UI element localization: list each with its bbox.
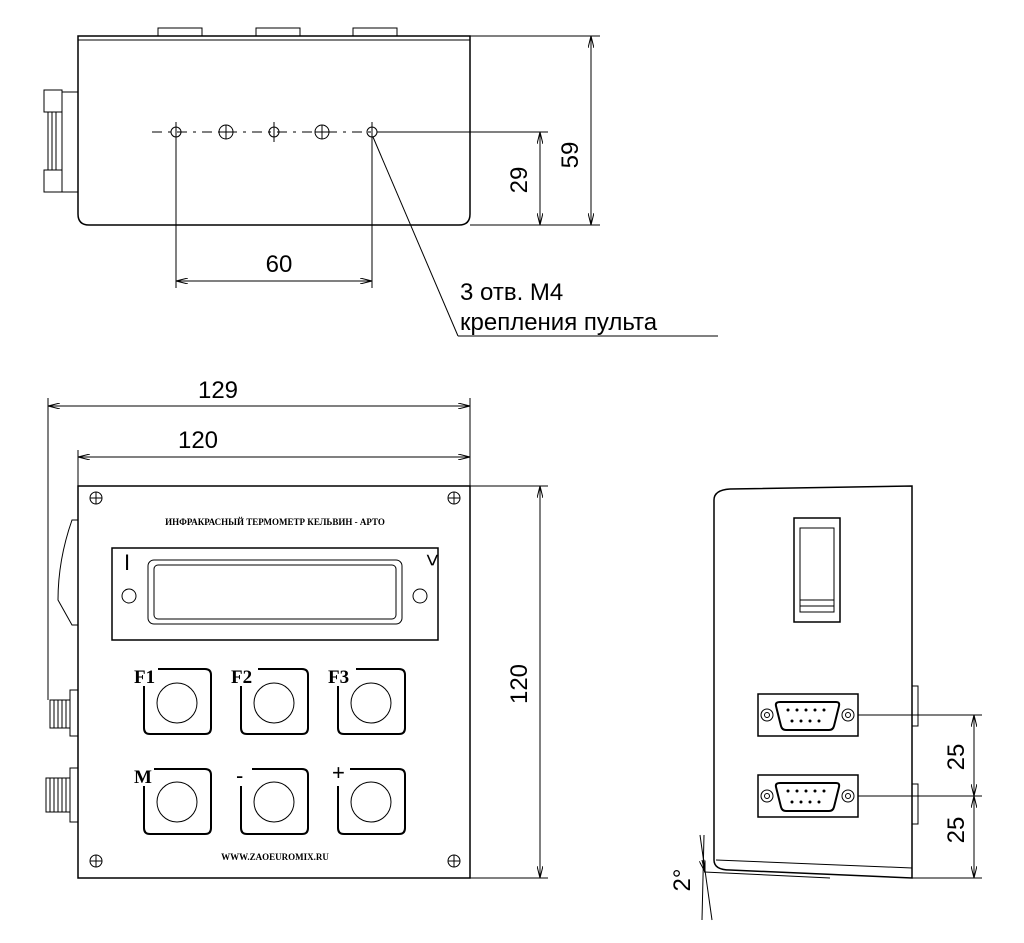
key-plus-label: + (332, 760, 345, 785)
front-view: 129 120 120 (45, 377, 548, 879)
mounting-note: 3 отв. М4 крепления пульта (372, 136, 718, 337)
dim-29-label: 29 (506, 167, 533, 194)
front-view-side-parts (45, 519, 79, 823)
dim-29: 29 (380, 131, 600, 226)
key-f1-label: F1 (134, 667, 155, 688)
corner-screws (89, 491, 461, 868)
key-f3[interactable]: F3 (328, 667, 406, 735)
key-f2[interactable]: F2 (231, 667, 309, 735)
db9-connector-top (757, 693, 859, 737)
top-view-body (77, 35, 471, 226)
top-view: 60 29 59 3 отв. М4 крепления пульта (43, 27, 718, 337)
dim-25-upper: 25 (858, 714, 982, 797)
dim-120-horizontal: 120 (77, 427, 470, 486)
dim-angle-label: 2° (669, 869, 696, 892)
side-view: 25 25 2° (669, 485, 982, 921)
top-view-side-connector (43, 89, 79, 193)
dim-129-label: 129 (198, 377, 238, 404)
dim-120-vertical: 120 (470, 485, 548, 879)
key-f1[interactable]: F1 (134, 667, 212, 735)
key-f3-label: F3 (328, 667, 349, 688)
dim-25-lower: 25 (912, 796, 982, 879)
dim-59: 59 (470, 35, 600, 225)
display-right-mark: > (420, 554, 445, 567)
display-left-mark: I (124, 550, 130, 575)
dim-60-label: 60 (266, 251, 293, 278)
note-line-1: 3 отв. М4 (460, 279, 563, 306)
db9-connector-bottom (757, 774, 859, 818)
top-view-bumps (157, 27, 398, 37)
dim-120-v-label: 120 (506, 664, 533, 704)
key-m-label: M (134, 767, 152, 788)
screw-2 (314, 124, 330, 140)
dim-25-lower-label: 25 (943, 817, 970, 844)
dim-59-label: 59 (557, 142, 584, 169)
mounting-hole-center (268, 122, 280, 142)
dim-25-upper-label: 25 (943, 744, 970, 771)
key-plus[interactable]: + (332, 760, 406, 835)
front-panel (77, 485, 471, 879)
screw-1 (218, 124, 234, 140)
power-switch (793, 517, 841, 623)
note-line-2: крепления пульта (460, 309, 658, 336)
side-view-body (713, 485, 913, 879)
dim-129: 129 (47, 377, 471, 700)
key-minus-label: - (236, 763, 243, 788)
dim-angle: 2° (669, 834, 831, 921)
website-url: WWW.ZAOEUROMIX.RU (221, 852, 329, 862)
dim-120-h-label: 120 (178, 427, 218, 454)
display-window: I > (111, 547, 445, 641)
dim-60: 60 (175, 138, 373, 288)
key-minus[interactable]: - (236, 763, 309, 835)
key-f2-label: F2 (231, 667, 252, 688)
key-m[interactable]: M (134, 767, 212, 835)
panel-title: ИНФРАКРАСНЫЙ ТЕРМОМЕТР КЕЛЬВИН - АРТО (165, 517, 385, 527)
